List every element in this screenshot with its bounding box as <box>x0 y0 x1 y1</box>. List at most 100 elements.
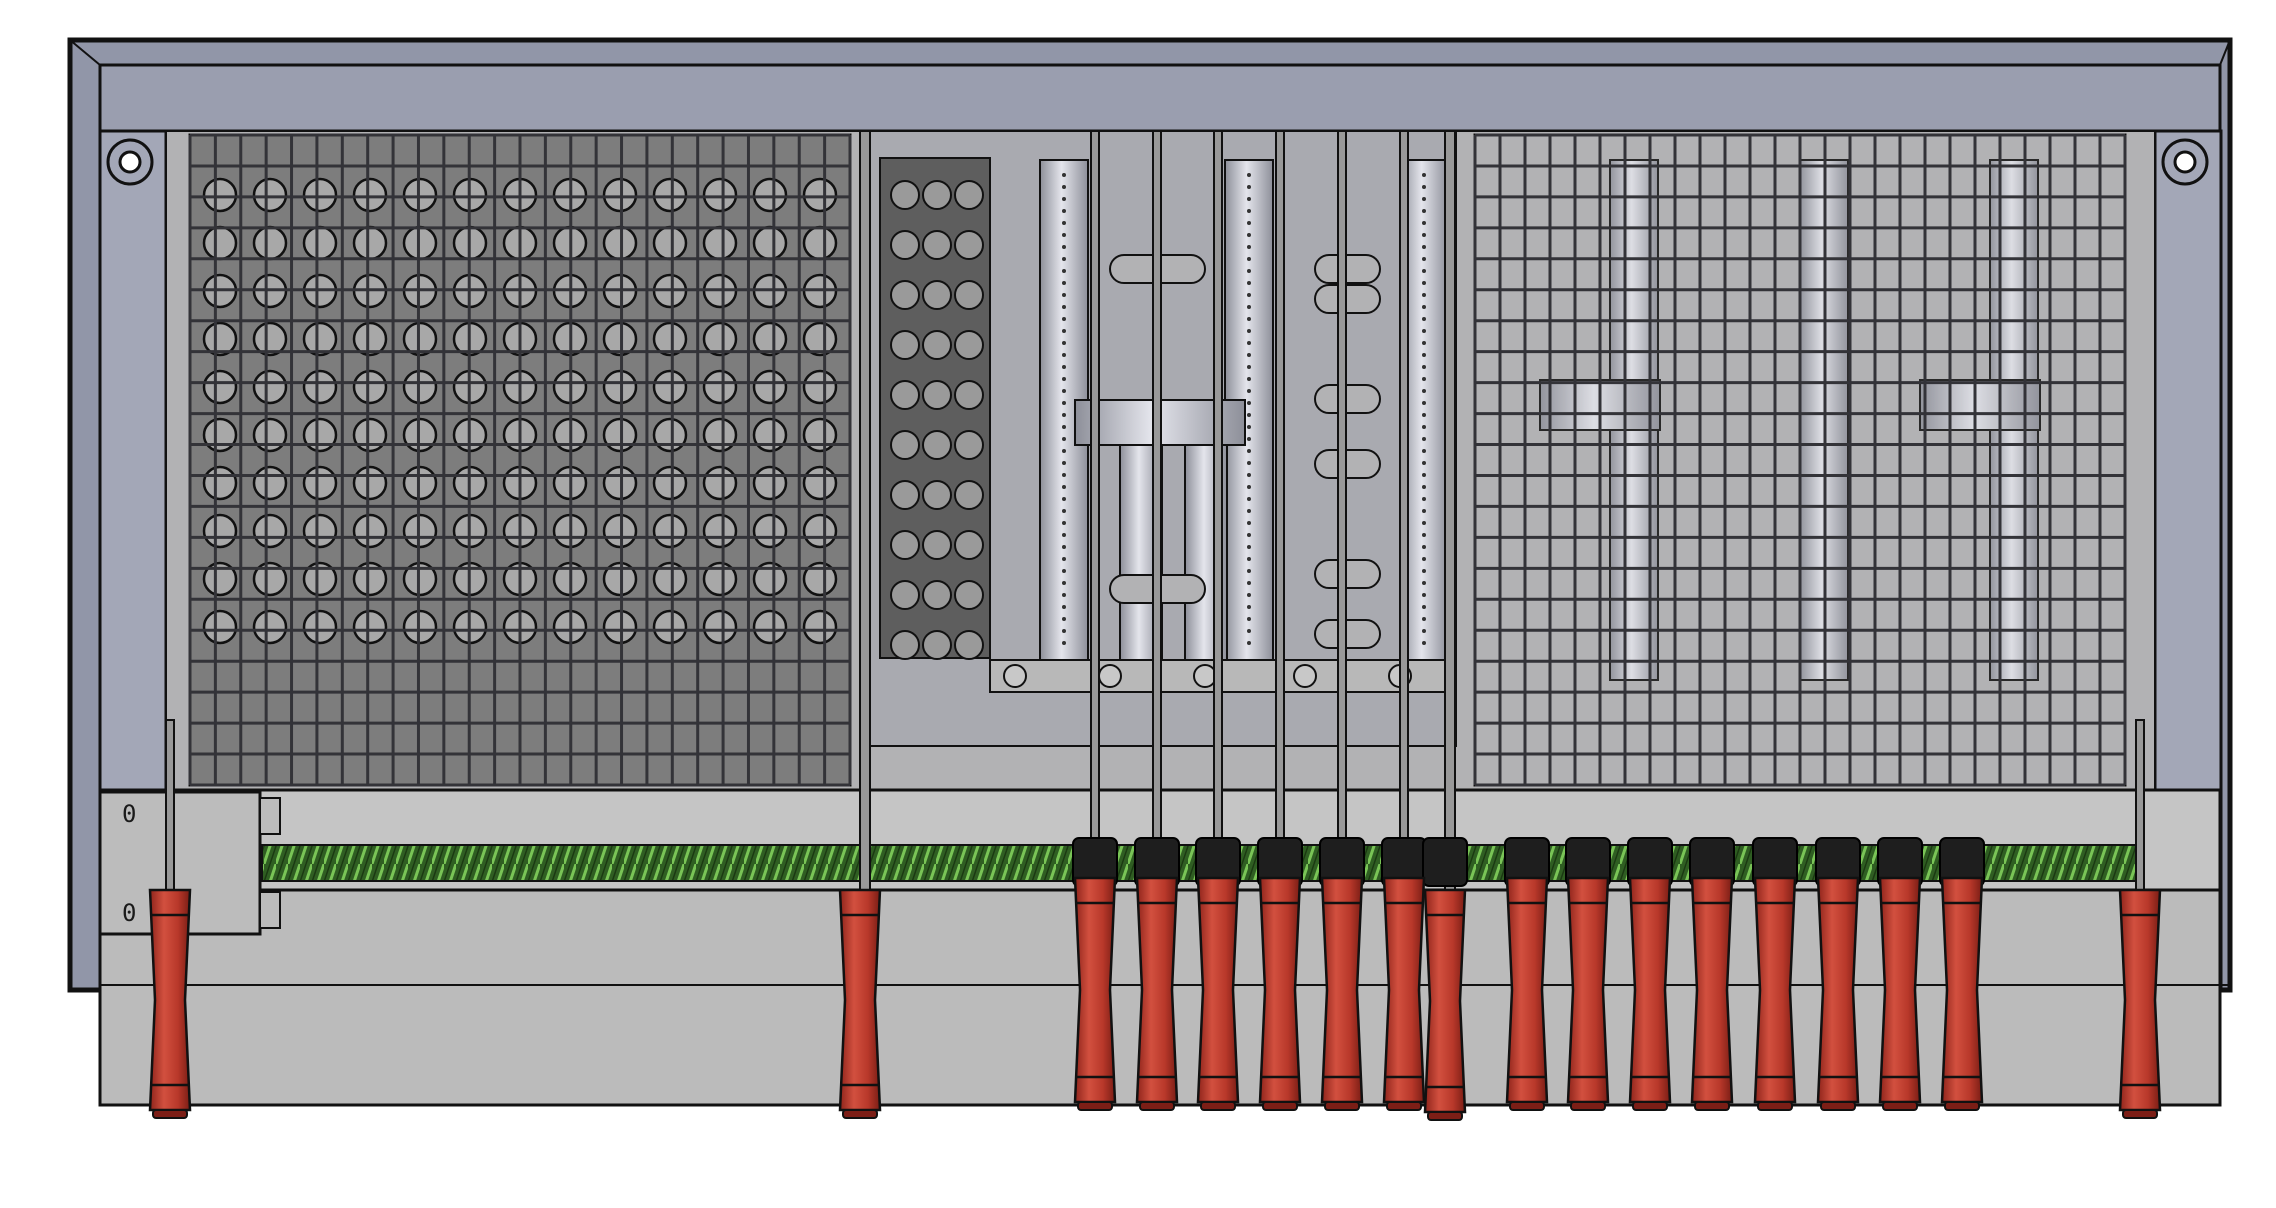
tube-dot <box>1422 401 1426 405</box>
basket-hole <box>302 609 338 645</box>
handle-body <box>1258 876 1302 1104</box>
tube-dot <box>1247 317 1251 321</box>
divider-rod <box>1444 130 1456 892</box>
handle-cap <box>1077 1101 1113 1111</box>
basket-hole <box>402 225 438 261</box>
slot <box>1314 449 1381 479</box>
tube-dot <box>1422 605 1426 609</box>
tube-dot <box>1062 257 1066 261</box>
basket-hole <box>602 609 638 645</box>
tube-dot <box>1062 173 1066 177</box>
basket-hole <box>602 321 638 357</box>
tube-dot <box>1247 257 1251 261</box>
thin-rod <box>1090 130 1100 852</box>
basket-hole <box>202 177 238 213</box>
tube-dot <box>1062 245 1066 249</box>
basket-hole <box>702 417 738 453</box>
bar-hole <box>890 430 920 460</box>
tube-dot <box>1247 461 1251 465</box>
handle-body <box>1423 888 1467 1114</box>
tube-dot <box>1062 281 1066 285</box>
basket-hole <box>202 609 238 645</box>
basket-hole <box>302 321 338 357</box>
basket-hole <box>802 561 838 597</box>
basket-hole <box>702 369 738 405</box>
red-handles <box>148 876 2162 1121</box>
basket-hole <box>752 561 788 597</box>
tube-dot <box>1247 629 1251 633</box>
handle-body <box>1566 876 1610 1104</box>
basket-hole <box>602 417 638 453</box>
tube-dot <box>1247 197 1251 201</box>
handle-cap <box>842 1109 878 1119</box>
mount-hole-left <box>106 138 154 186</box>
tube-dot <box>1422 173 1426 177</box>
basket-hole <box>302 513 338 549</box>
divider-rod <box>859 130 871 892</box>
tube-dot <box>1422 521 1426 525</box>
handle-body <box>1940 876 1984 1104</box>
basket-hole <box>802 177 838 213</box>
handle-body <box>1135 876 1179 1104</box>
bar-hole <box>890 480 920 510</box>
bar-hole <box>954 430 984 460</box>
rail-hole <box>1293 664 1317 688</box>
tube-dot <box>1062 509 1066 513</box>
tube-dot <box>1062 377 1066 381</box>
handle-body <box>1628 876 1672 1104</box>
tube-dot <box>1247 545 1251 549</box>
bar-hole <box>890 380 920 410</box>
handle-cap <box>1324 1101 1360 1111</box>
clamp-block <box>1422 837 1468 887</box>
tube-dot <box>1422 353 1426 357</box>
slot <box>1314 384 1381 414</box>
tube-dot <box>1062 461 1066 465</box>
tube-dot <box>1422 245 1426 249</box>
basket-hole <box>202 417 238 453</box>
tube-dot <box>1247 509 1251 513</box>
basket-hole <box>302 417 338 453</box>
basket-hole <box>652 561 688 597</box>
tube-dot <box>1422 341 1426 345</box>
tube-dot <box>1062 185 1066 189</box>
tube-dot <box>1422 641 1426 645</box>
basket-hole <box>752 417 788 453</box>
bar-hole <box>954 330 984 360</box>
basket-hole <box>302 465 338 501</box>
basket-hole <box>752 321 788 357</box>
tube-dot <box>1422 533 1426 537</box>
tube-dot <box>1422 257 1426 261</box>
tube-dot <box>1247 557 1251 561</box>
tube-dot <box>1422 497 1426 501</box>
tube-dot <box>1247 401 1251 405</box>
basket-hole <box>802 465 838 501</box>
tube-dot <box>1062 473 1066 477</box>
basket-hole <box>352 369 388 405</box>
handle-body <box>838 888 882 1112</box>
red-handle <box>1135 876 1179 1111</box>
tube-dot <box>1422 305 1426 309</box>
tube-dot <box>1247 365 1251 369</box>
tube-dot <box>1062 209 1066 213</box>
basket-hole <box>752 465 788 501</box>
tube-dot <box>1062 425 1066 429</box>
tube-dot <box>1422 449 1426 453</box>
basket-hole <box>402 177 438 213</box>
clamp-blocks <box>1072 837 1985 887</box>
thin-rod <box>1337 130 1347 852</box>
red-handle <box>148 888 192 1119</box>
basket-hole <box>702 321 738 357</box>
bar-hole <box>922 580 952 610</box>
tube-dot <box>1422 545 1426 549</box>
basket-hole <box>352 465 388 501</box>
red-handle <box>1258 876 1302 1111</box>
tube-dot <box>1062 389 1066 393</box>
tube-dot <box>1247 269 1251 273</box>
basket-hole <box>252 369 288 405</box>
bar-hole <box>922 530 952 560</box>
tube-dot <box>1422 389 1426 393</box>
basket-hole <box>402 513 438 549</box>
bar-hole <box>954 280 984 310</box>
bar-hole <box>954 630 984 660</box>
bar-hole <box>890 630 920 660</box>
